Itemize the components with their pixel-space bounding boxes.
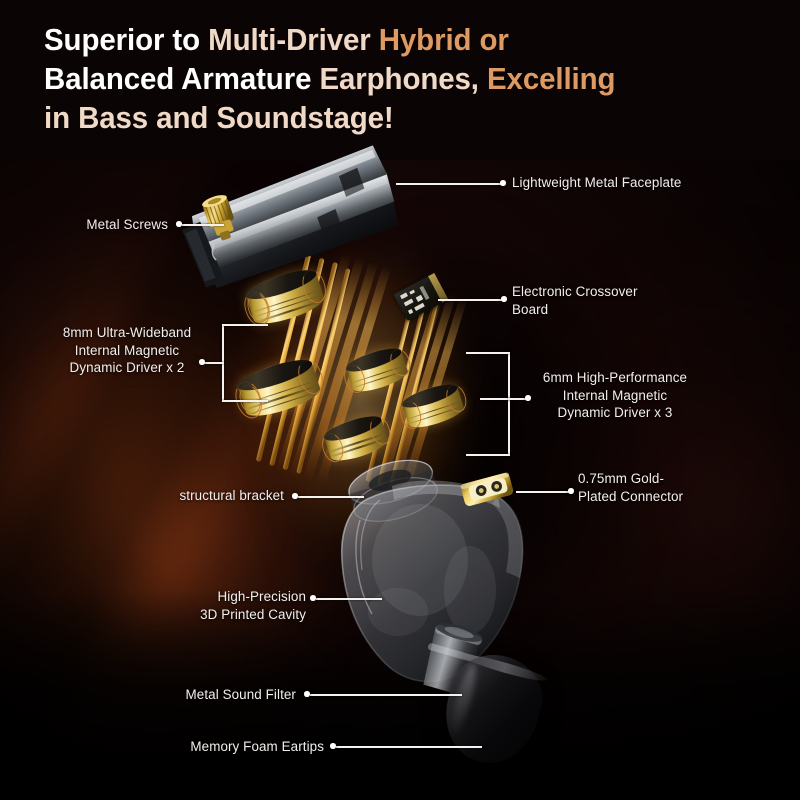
leader-8mm-arm-bottom [222,400,268,402]
label-line: Electronic Crossover [512,284,638,299]
headline-run: Driver [286,22,379,57]
leader-dot-sound-filter [304,691,310,697]
gold-plated-connector-socket [460,472,514,506]
leader-6mm-arm-bottom [466,454,510,456]
label-line: Lightweight Metal Faceplate [512,175,682,190]
label-lightweight-metal-faceplate: Lightweight Metal Faceplate [512,174,681,192]
label-line: Memory Foam Eartips [190,739,324,754]
leader-dot-crossover [501,296,507,302]
leader-dot-6mm [525,395,531,401]
headline-run: in Bass and Soundstage! [44,100,394,135]
label-line: 6mm High-Performance [542,370,688,385]
label-line: Dynamic Driver x 2 [69,360,185,376]
label-line: Plated Connector [578,488,684,504]
headline-run: Balanced [44,61,182,96]
label-line: 8mm Ultra-Wideband [62,325,192,340]
label-line: High-Precision [217,589,306,604]
headline-run: Multi- [208,22,287,57]
leader-dot-faceplate [500,180,506,186]
headline-line-2: Balanced Armature Earphones, Excelling [44,59,709,98]
headline-run: to [164,22,209,57]
3d-printed-cavity [340,480,524,683]
leader-cavity [316,598,382,600]
leader-dot-structural-bracket [292,493,298,499]
leader-faceplate [396,183,502,185]
leader-6mm-spine [508,352,510,454]
leader-eartips [336,746,482,748]
headline-line-3: in Bass and Soundstage! [44,98,709,137]
headline-run: Hybrid or [378,22,509,57]
headline: Superior to Multi-Driver Hybrid or Balan… [44,20,709,137]
leader-structural-bracket [298,496,364,498]
label-gold-plated-connector: 0.75mm Gold- Plated Connector [578,470,683,505]
leader-8mm-arm-top [222,324,268,326]
leader-6mm-arm-mid [480,398,510,400]
leader-metal-screws [182,224,224,226]
label-line: 3D Printed Cavity [200,606,306,622]
headline-run: Excelling [486,61,616,96]
leader-dot-cavity [310,595,316,601]
label-line: 0.75mm Gold- [578,471,665,486]
headline-line-1: Superior to Multi-Driver Hybrid or [44,20,709,59]
leader-dot-metal-screws [176,221,182,227]
leader-connector [516,491,572,493]
label-metal-sound-filter: Metal Sound Filter [186,686,296,704]
label-memory-foam-eartips: Memory Foam Eartips [190,738,324,756]
label-line: Dynamic Driver x 3 [557,405,673,421]
headline-run: Superior [44,22,165,57]
label-line: Internal Magnetic [562,387,668,403]
leader-dot-8mm [199,359,205,365]
label-line: Metal Sound Filter [185,687,296,702]
label-3d-printed-cavity: High-Precision 3D Printed Cavity [200,588,306,623]
headline-run: Armature [181,61,320,96]
label-line: structural bracket [179,488,284,503]
leader-dot-eartips [330,743,336,749]
leader-dot-connector [568,488,574,494]
leader-6mm-stub [508,398,528,400]
label-structural-bracket: structural bracket [180,487,285,505]
label-line: Board [512,301,549,317]
label-line: Internal Magnetic [74,342,180,358]
leader-8mm-stub [204,362,224,364]
leader-crossover [438,299,504,301]
leader-6mm-arm-top [466,352,510,354]
background-top-band [0,0,800,160]
headline-run: Earphones, [319,61,487,96]
label-metal-screws: Metal Screws [86,216,168,234]
label-line: Metal Screws [86,217,168,232]
leader-sound-filter [310,694,462,696]
